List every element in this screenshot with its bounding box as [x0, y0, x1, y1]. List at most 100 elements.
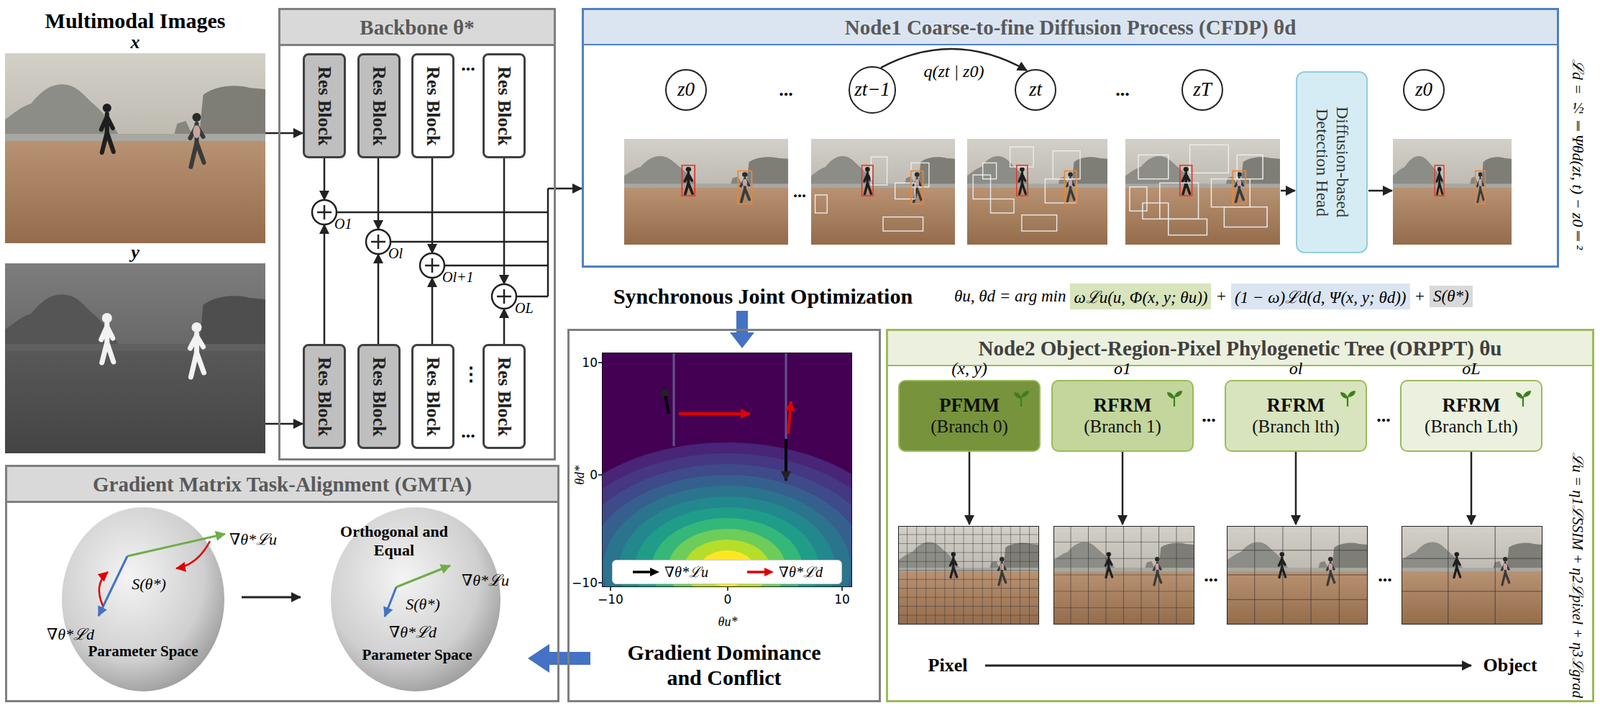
module-panel: Backbone θ*Res BlockRes BlockRes BlockRe… [278, 7, 556, 461]
text-label: o1 [1113, 358, 1132, 379]
branch-title: RFRM [1093, 394, 1152, 417]
state-circle: z0 [1402, 69, 1445, 111]
branch-title: (Branch 1) [1083, 416, 1162, 438]
label-anchor: OL [514, 299, 534, 317]
branch-box: RFRM(Branch lth) [1224, 379, 1368, 452]
legend-arrow-head [764, 567, 774, 576]
label-anchor: ... [1376, 404, 1391, 427]
label-anchor: ∇θ*ℒd [389, 619, 437, 642]
legend-arrow-head [650, 567, 660, 576]
visible-image [5, 53, 266, 244]
label-anchor: 0 [724, 591, 733, 607]
branch-box: PFMM(Branch 0) [898, 379, 1041, 452]
label-anchor: ∇θ*ℒu [229, 527, 277, 549]
label-anchor: ℒu = η1ℒSSIM + η2ℒpixel + η3ℒgrad [1567, 452, 1588, 698]
text-label: θu* [718, 614, 738, 630]
legend-arrow [745, 566, 775, 577]
branch-title: (Branch 0) [930, 416, 1009, 438]
text-label: S(θ*) [405, 594, 440, 614]
equation-term: S(θ*) [1429, 285, 1473, 308]
legend-arrow-line [747, 570, 766, 574]
text-label: O1 [334, 215, 352, 233]
block-label: Res Block [368, 66, 390, 146]
diffusion-image [1392, 138, 1512, 245]
label-anchor: −10 [571, 575, 598, 590]
text-label: ∇θ*ℒu [229, 527, 277, 549]
label-anchor: Pixel [928, 654, 968, 676]
equation-term: ωℒu(u, Φ(x, y; θu)) [1070, 283, 1211, 310]
state-circle: zt−1 [848, 66, 896, 114]
text-label: −10 [571, 575, 598, 590]
sprout-icon [1513, 388, 1533, 408]
block-label: Res Block [314, 66, 336, 146]
text-label: ... [1201, 404, 1216, 427]
sprout-icon [1338, 388, 1357, 408]
text-label: ... [1115, 79, 1130, 101]
label-anchor: ... [1201, 404, 1216, 427]
text-label: Multimodal Images [45, 8, 226, 34]
parameter-sphere [330, 506, 501, 692]
parameter-sphere [61, 506, 225, 692]
text-label: (x, y) [951, 358, 987, 379]
label-anchor: + [1215, 286, 1227, 306]
arrow-connector [265, 422, 303, 425]
label-anchor: Object [1482, 654, 1537, 676]
legend-entry: ∇θ*ℒu [631, 563, 709, 580]
region-grid [1226, 525, 1368, 625]
image-label: x [5, 33, 266, 52]
block-label: Res Block [422, 356, 444, 437]
image-label: y [5, 243, 266, 262]
res-block: Res Block [302, 343, 346, 449]
diffusion-image [1125, 138, 1280, 245]
axis-ticks [598, 362, 843, 591]
label-anchor: Parameter Space [362, 645, 473, 664]
label-anchor: θd* [572, 465, 588, 485]
sprout-stem [1173, 396, 1176, 407]
text-label: Orthogonal and Equal [335, 522, 454, 560]
plot-caption: Gradient Dominance and Conflict [616, 640, 832, 700]
equation-term: (1 − ω)ℒd(d, Ψ(x, y; θd)) [1231, 283, 1411, 310]
label-anchor: S(θ*) [405, 594, 440, 614]
res-block: Res Block [482, 343, 526, 449]
label-anchor: ... [1203, 564, 1219, 587]
block-label: Res Block [368, 356, 390, 437]
res-block: Res Block [357, 53, 401, 159]
label-anchor: (x, y) [951, 358, 987, 379]
text-label: ... [793, 181, 807, 202]
text-label: Ol+1 [442, 268, 474, 286]
text-label: oL [1461, 358, 1480, 379]
sprout-stem [1522, 396, 1524, 407]
detection-head: Diffusion-based Detection Head [1295, 71, 1368, 254]
res-block: Res Block [302, 53, 346, 159]
text-label: 0 [724, 591, 733, 607]
label-anchor: 0 [589, 467, 598, 482]
text-label: ℒd = ½‖Ψθd(zt, t) − z0‖² [1566, 58, 1589, 250]
label-anchor: ... [1377, 564, 1393, 587]
image-panel: y [5, 263, 266, 454]
infrared-image [5, 263, 266, 454]
block-label: Res Block [494, 66, 515, 146]
sum-nodes [312, 199, 517, 309]
equation-term: + [1414, 286, 1426, 306]
state-label: zt [1029, 79, 1042, 101]
label-anchor: q(zt | z0) [921, 61, 987, 82]
state-label: z0 [1415, 79, 1433, 101]
text-label: OL [514, 299, 534, 317]
label-anchor: ... [793, 181, 807, 202]
text-label: 10 [581, 355, 598, 370]
text-label: S(θ*) [131, 574, 166, 594]
text-label: Synchronous Joint Optimization [613, 284, 913, 309]
label-anchor: oL [1461, 358, 1480, 379]
sprout-stem [1346, 396, 1349, 407]
branch-title: RFRM [1267, 394, 1326, 417]
legend-arrow [631, 566, 661, 577]
label-anchor: Multimodal Images [45, 8, 226, 34]
label-anchor: Parameter Space [88, 642, 199, 661]
panel-heading: Node2 Object-Region-Pixel Phylogenetic T… [888, 330, 1593, 367]
label-anchor: Ol+1 [442, 268, 474, 286]
branch-box: RFRM(Branch 1) [1051, 379, 1194, 452]
label-anchor: S(θ*) [1429, 285, 1473, 308]
panel-heading: Node1 Coarse-to-fine Diffusion Process (… [583, 10, 1557, 46]
legend-arrow-line [632, 570, 652, 574]
legend-text: ∇θ*ℒd [778, 563, 823, 580]
